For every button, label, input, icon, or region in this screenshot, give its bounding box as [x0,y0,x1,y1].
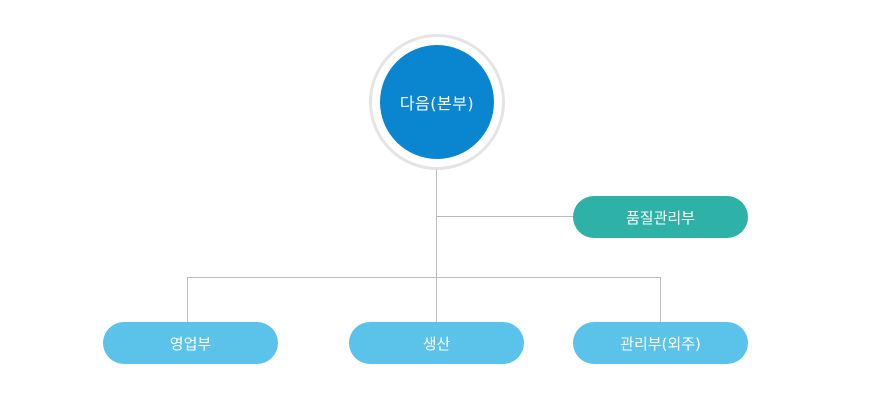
connector-root-trunk [436,170,437,322]
connector-staff-branch [436,216,573,217]
node-administration: 관리부(외주) [573,322,748,364]
root-node-label: 다음(본부) [399,94,475,113]
root-node: 다음(본부) [380,45,494,159]
node-administration-label: 관리부(외주) [620,334,701,353]
node-quality-management-label: 품질관리부 [625,208,695,227]
node-production: 생산 [349,322,524,364]
connector-departments-bus [187,277,661,278]
node-sales: 영업부 [103,322,278,364]
node-production-label: 생산 [422,334,451,353]
node-quality-management: 품질관리부 [573,196,748,238]
connector-department-left [187,277,188,322]
connector-department-right [660,277,661,322]
node-sales-label: 영업부 [169,334,212,353]
